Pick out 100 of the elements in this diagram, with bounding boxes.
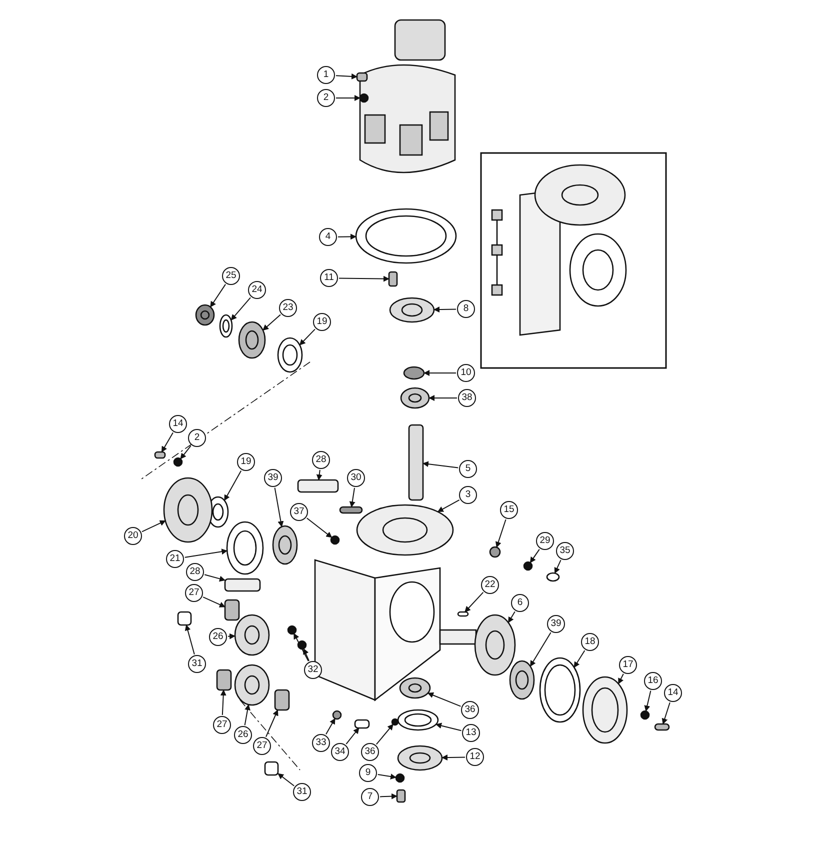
plug-drawing — [332, 710, 342, 720]
callout-number: 18 — [581, 633, 599, 651]
callout-number: 29 — [536, 532, 554, 550]
callout-number: 2 — [188, 429, 206, 447]
leader-line — [644, 690, 652, 712]
nut-drawing — [195, 304, 215, 326]
leader-line — [266, 710, 278, 738]
gasket-drawing — [226, 521, 264, 575]
pin-drawing — [224, 578, 261, 592]
callout-number: 27 — [185, 584, 203, 602]
leader-line — [338, 276, 390, 282]
bracket-drawing — [354, 719, 370, 729]
bushing-drawing — [216, 669, 232, 691]
cover-drawing — [582, 676, 628, 744]
callout-number: 39 — [264, 469, 282, 487]
plug-drawing — [297, 640, 307, 650]
callout-number: 2 — [317, 89, 335, 107]
bolt-drawing — [396, 789, 406, 803]
leader-line — [349, 487, 356, 508]
leader-line — [184, 624, 195, 655]
gasket-drawing — [397, 709, 439, 731]
bearing-drawing — [272, 525, 298, 565]
leader-line — [427, 692, 462, 707]
bearing-drawing — [400, 387, 430, 409]
callout-number: 11 — [320, 269, 338, 287]
bearing-drawing — [238, 321, 266, 359]
leader-line — [377, 774, 396, 780]
plug-drawing — [287, 625, 297, 635]
bearing-drawing — [234, 664, 270, 706]
leader-line — [346, 728, 360, 745]
callout-number: 22 — [481, 576, 499, 594]
shaft-drawing — [408, 424, 424, 501]
leader-line — [434, 306, 456, 312]
callout-number: 30 — [347, 469, 365, 487]
callout-number: 12 — [466, 748, 484, 766]
callout-number: 16 — [644, 672, 662, 690]
callout-number: 17 — [619, 656, 637, 674]
leader-line — [464, 592, 484, 612]
callout-number: 25 — [222, 267, 240, 285]
callout-number: 33 — [312, 734, 330, 752]
bearing-cover-drawing — [163, 477, 213, 543]
callout-number: 28 — [186, 563, 204, 581]
bushing-drawing — [274, 689, 290, 711]
seal-drawing — [277, 337, 303, 373]
callout-number: 4 — [319, 228, 337, 246]
bearing-drawing — [509, 660, 535, 700]
callout-number: 36 — [361, 743, 379, 761]
leader-line — [220, 690, 226, 716]
leader-line — [184, 548, 228, 558]
leader-line — [210, 284, 226, 308]
seal-drawing — [403, 366, 425, 380]
callout-number: 36 — [461, 701, 479, 719]
bolt-drawing — [154, 451, 166, 459]
callout-number: 15 — [500, 501, 518, 519]
washer-drawing — [219, 314, 233, 338]
callout-number: 13 — [462, 724, 480, 742]
leader-line — [336, 73, 358, 80]
leader-line — [574, 650, 586, 668]
leader-line — [316, 469, 322, 480]
housing-flange-drawing — [356, 504, 454, 556]
leader-line — [376, 724, 394, 745]
callout-number: 8 — [457, 300, 475, 318]
callout-number: 23 — [279, 299, 297, 317]
leader-line — [437, 499, 460, 512]
callout-number: 26 — [234, 726, 252, 744]
bolt-drawing — [654, 723, 670, 731]
callout-number: 19 — [313, 313, 331, 331]
callout-number: 20 — [124, 527, 142, 545]
callout-number: 32 — [304, 661, 322, 679]
bolt-drawing — [356, 72, 368, 82]
callout-number: 5 — [459, 460, 477, 478]
callout-number: 39 — [547, 615, 565, 633]
plate-drawing — [264, 761, 279, 776]
washer-drawing — [395, 773, 405, 783]
leader-line — [293, 633, 309, 662]
gear-shaft-drawing — [474, 614, 516, 676]
leader-line — [618, 673, 624, 684]
leader-line — [180, 445, 192, 460]
gasket-drawing — [539, 657, 581, 723]
cover-drawing — [397, 745, 443, 771]
callout-number: 9 — [359, 764, 377, 782]
callout-number: 27 — [213, 716, 231, 734]
callout-number: 7 — [361, 788, 379, 806]
callout-number: 26 — [209, 628, 227, 646]
leader-line — [224, 470, 242, 501]
leader-line — [422, 461, 459, 468]
leader-line — [230, 297, 251, 321]
bushing-drawing — [224, 599, 240, 621]
leader-line — [202, 596, 226, 608]
callout-number: 38 — [458, 389, 476, 407]
callout-number: 24 — [248, 281, 266, 299]
callout-number: 14 — [169, 415, 187, 433]
leader-line — [161, 432, 174, 452]
leader-line — [428, 395, 458, 401]
clip-drawing — [546, 572, 560, 582]
nut-drawing — [330, 535, 340, 545]
leader-line — [442, 754, 466, 760]
leader-line — [436, 722, 462, 732]
callout-number: 27 — [253, 737, 271, 755]
seal-housing-drawing — [389, 297, 435, 323]
